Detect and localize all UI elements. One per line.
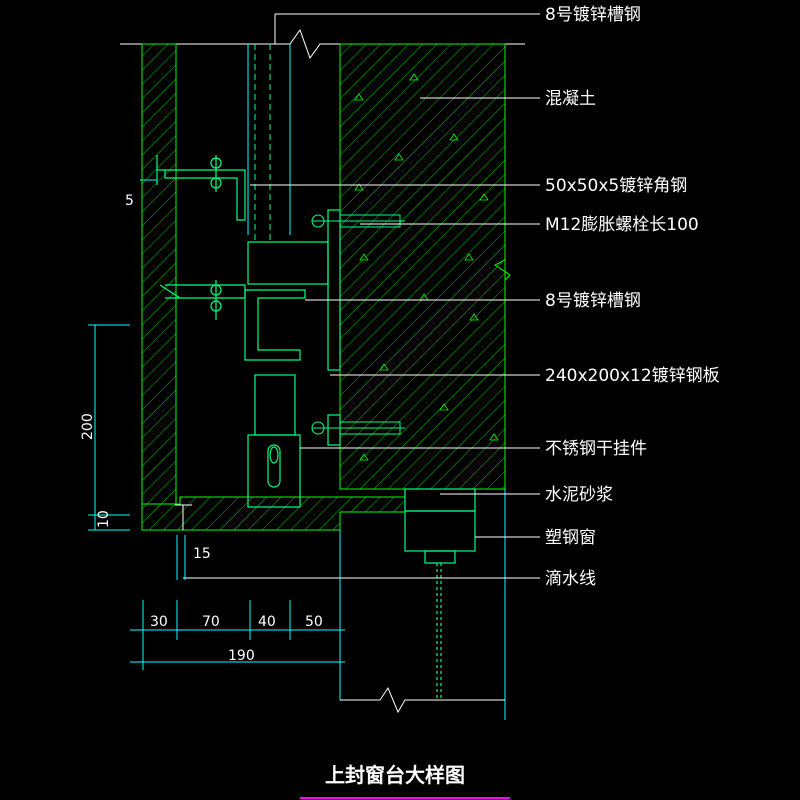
label-channel-steel-top: 8号镀锌槽钢 xyxy=(545,5,641,25)
dim-40: 40 xyxy=(258,614,276,630)
label-cement-mortar: 水泥砂浆 xyxy=(545,485,613,505)
dim-70: 70 xyxy=(202,614,220,630)
dim-10: 10 xyxy=(96,510,112,528)
dim-5: 5 xyxy=(125,193,134,209)
dim-200: 200 xyxy=(80,413,96,440)
steel-plate xyxy=(327,209,341,446)
stainless-hanger xyxy=(247,374,301,508)
plastic-steel-window xyxy=(404,488,476,700)
label-stainless-hanger: 不锈钢干挂件 xyxy=(545,439,647,459)
bottom-break-line xyxy=(340,686,505,714)
label-plastic-steel-window: 塑钢窗 xyxy=(545,528,596,548)
leader-lines xyxy=(183,13,540,579)
sill-stone xyxy=(141,496,406,531)
dim-190: 190 xyxy=(228,648,255,664)
dim-15: 15 xyxy=(193,546,211,562)
dim-50: 50 xyxy=(305,614,323,630)
mid-channel-steel xyxy=(159,241,329,361)
label-channel-steel-mid: 8号镀锌槽钢 xyxy=(545,291,641,311)
dimension-lines xyxy=(88,179,345,670)
label-steel-plate: 240x200x12镀锌钢板 xyxy=(545,366,720,386)
drawing-title: 上封窗台大样图 xyxy=(325,763,465,787)
angle-steel-upper xyxy=(156,155,246,221)
expansion-bolts xyxy=(311,214,405,435)
label-expansion-bolt: M12膨胀螺栓长100 xyxy=(545,215,699,235)
top-channel-steel xyxy=(254,44,271,240)
dim-30: 30 xyxy=(150,614,168,630)
label-angle-steel: 50x50x5镀锌角钢 xyxy=(545,176,687,196)
label-concrete: 混凝土 xyxy=(545,89,596,109)
drip-line-mark xyxy=(175,504,192,530)
label-drip-line: 滴水线 xyxy=(545,569,596,589)
stone-cladding xyxy=(141,43,177,505)
